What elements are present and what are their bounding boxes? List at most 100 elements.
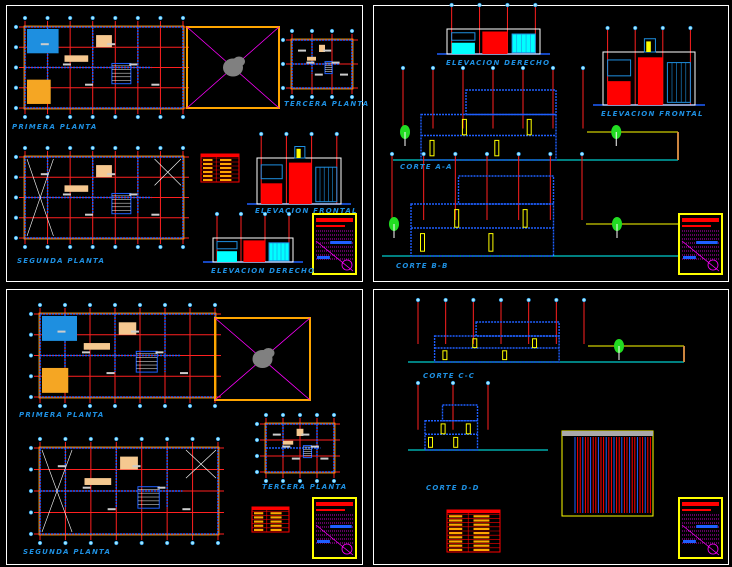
- grid-axis-bubble: [13, 154, 19, 160]
- label-first-floor: PRIMERA PLANTA: [12, 123, 98, 131]
- door-opening: [442, 350, 448, 361]
- table-cell: [473, 536, 490, 539]
- grid-axis-bubble: [297, 478, 303, 484]
- table-cell: [449, 523, 463, 526]
- grid-axis-bubble: [484, 151, 490, 157]
- table-cell: [449, 548, 463, 551]
- floor-slab: [424, 420, 479, 451]
- furniture: [118, 322, 137, 335]
- table-cell: [473, 523, 490, 526]
- grid-axis-bubble: [158, 244, 163, 250]
- grid-axis-bubble: [137, 403, 143, 409]
- grid-axis-bubble: [68, 244, 73, 250]
- north-arrow-icon: [707, 259, 719, 271]
- grid-axis-bubble: [45, 15, 50, 21]
- grid-axis-bubble: [13, 175, 19, 180]
- title-block-diagonal: [315, 240, 354, 272]
- label-first-floor: PRIMERA PLANTA: [19, 411, 105, 419]
- furniture: [96, 165, 112, 178]
- room-tag: [62, 63, 71, 66]
- table-cell: [220, 175, 232, 177]
- door-or-window: [607, 81, 631, 105]
- table-cell: [203, 167, 213, 169]
- grid-axis-bubble: [113, 244, 118, 250]
- door-opening: [472, 338, 478, 349]
- table-cell: [473, 515, 490, 518]
- grid-axis-bubble: [112, 302, 118, 308]
- grid-axis-bubble: [349, 94, 355, 100]
- grid-axis-bubble: [334, 131, 339, 137]
- north-arrow-icon: [707, 543, 719, 555]
- grid-axis-bubble: [158, 145, 163, 151]
- title-block-field: [683, 540, 696, 543]
- title-block-line: [316, 225, 345, 227]
- room-tag: [291, 457, 300, 460]
- grid-axis-bubble: [13, 105, 19, 111]
- table-cell: [270, 512, 282, 515]
- grid-axis-bubble: [498, 297, 504, 303]
- grid-axis-bubble: [63, 540, 68, 546]
- grid-axis-bubble: [284, 131, 289, 137]
- upper-level: [475, 321, 560, 337]
- table-cell: [254, 512, 264, 515]
- table-cell: [254, 520, 264, 523]
- grid-axis-bubble: [526, 297, 531, 303]
- grid-axis-bubble: [13, 195, 19, 200]
- grid-axis-bubble: [180, 244, 186, 250]
- table-cell: [449, 519, 463, 522]
- door-opening: [420, 233, 425, 252]
- furniture: [83, 343, 110, 350]
- grid-axis-bubble: [421, 151, 426, 157]
- grid-axis-bubble: [254, 469, 260, 475]
- grid-axis-bubble: [280, 37, 286, 43]
- room-tag: [107, 508, 116, 511]
- furniture: [283, 440, 294, 445]
- room-tag: [323, 49, 332, 52]
- title-block-header: [682, 218, 719, 222]
- grid-axis-bubble: [580, 65, 586, 71]
- grid-axis-bubble: [485, 380, 491, 386]
- title-block-field: [317, 256, 330, 259]
- room-tag: [155, 351, 164, 354]
- north-arrow-icon: [341, 543, 353, 555]
- table-cell: [254, 516, 264, 519]
- window: [666, 62, 691, 103]
- label-front-elevation: ELEVACION FRONTAL: [601, 110, 704, 118]
- room-tag: [57, 465, 66, 468]
- title-block-diagonal: [681, 240, 720, 272]
- grid-axis-bubble: [112, 403, 118, 409]
- table-cell: [203, 159, 213, 161]
- door-or-window: [217, 251, 237, 262]
- label-section-a: CORTE A-A: [400, 163, 453, 171]
- grid-axis-bubble: [63, 436, 68, 442]
- room-tag: [157, 486, 166, 489]
- garage-area: [42, 367, 69, 393]
- room-tag: [129, 193, 138, 196]
- grid-axis-bubble: [62, 403, 68, 409]
- grid-axis-bubble: [331, 478, 337, 484]
- grid-axis-bubble: [37, 403, 43, 409]
- grid-axis-bubble: [45, 145, 50, 151]
- grid-axis-bubble: [212, 403, 218, 409]
- title-block-header: [682, 502, 719, 506]
- table-header: [252, 507, 289, 510]
- label-third-floor: TERCERA PLANTA: [284, 100, 370, 108]
- room-tag: [272, 433, 281, 436]
- grid-axis-bubble: [477, 2, 482, 8]
- grid-axis-bubble: [280, 85, 286, 91]
- grid-axis-bubble: [28, 445, 34, 451]
- title-block-header: [316, 218, 353, 222]
- door-opening: [532, 338, 538, 349]
- grid-axis-bubble: [349, 28, 355, 34]
- stair: [111, 62, 132, 85]
- grid-axis-bubble: [443, 297, 448, 303]
- grid-axis-bubble: [135, 15, 140, 21]
- furniture: [64, 55, 89, 62]
- furniture: [319, 44, 325, 52]
- furniture: [307, 56, 316, 61]
- grid-axis-bubble: [212, 302, 218, 308]
- red-facade: [243, 240, 265, 262]
- label-front-elevation: ELEVACION FRONTAL: [255, 207, 358, 215]
- grid-axis-bubble: [180, 114, 186, 120]
- grid-axis-bubble: [520, 65, 526, 71]
